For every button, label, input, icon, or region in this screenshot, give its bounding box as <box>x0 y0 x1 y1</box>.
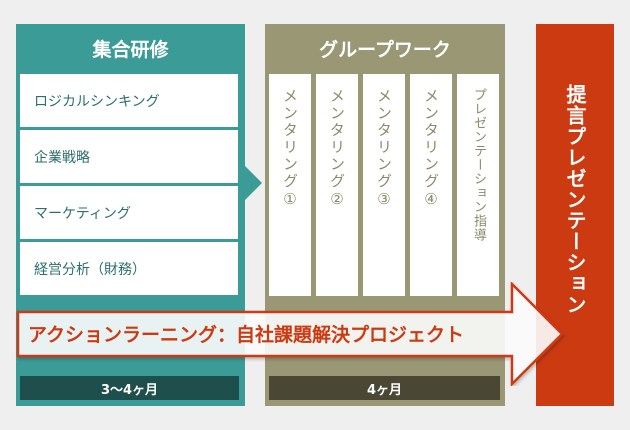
training-item-financial-analysis: 経営分析（財務） <box>20 242 238 295</box>
action-learning-label: アクションラーニング：自社課題解決プロジェクト <box>28 323 465 346</box>
groupwork-column-mentoring-3: メンタリング③ <box>363 74 405 296</box>
groupwork-column-mentoring-4: メンタリング④ <box>410 74 452 296</box>
training-title: 集合研修 <box>92 38 169 61</box>
groupwork-column-mentoring-2: メンタリング② <box>316 74 358 296</box>
training-item-marketing: マーケティング <box>20 186 238 239</box>
flow-arrow-icon <box>245 166 262 200</box>
groupwork-duration: 4ヶ月 <box>269 376 500 400</box>
groupwork-column-label: メンタリング③ <box>375 88 393 210</box>
presentation-title: 提言プレゼンテーション <box>563 84 587 315</box>
groupwork-column-label: メンタリング① <box>281 88 299 210</box>
action-learning-arrow-icon <box>16 282 564 386</box>
groupwork-title: グループワーク <box>319 38 451 61</box>
training-duration: 3〜4ヶ月 <box>20 376 239 400</box>
groupwork-column-presentation-coaching: プレゼンテーション指導 <box>457 74 499 296</box>
training-item-corporate-strategy: 企業戦略 <box>20 130 238 183</box>
groupwork-column-label: プレゼンテーション指導 <box>471 88 486 242</box>
groupwork-column-label: メンタリング④ <box>422 88 440 210</box>
groupwork-column-label: メンタリング② <box>328 88 346 210</box>
training-item-logical-thinking: ロジカルシンキング <box>20 74 238 127</box>
groupwork-column-mentoring-1: メンタリング① <box>269 74 311 296</box>
